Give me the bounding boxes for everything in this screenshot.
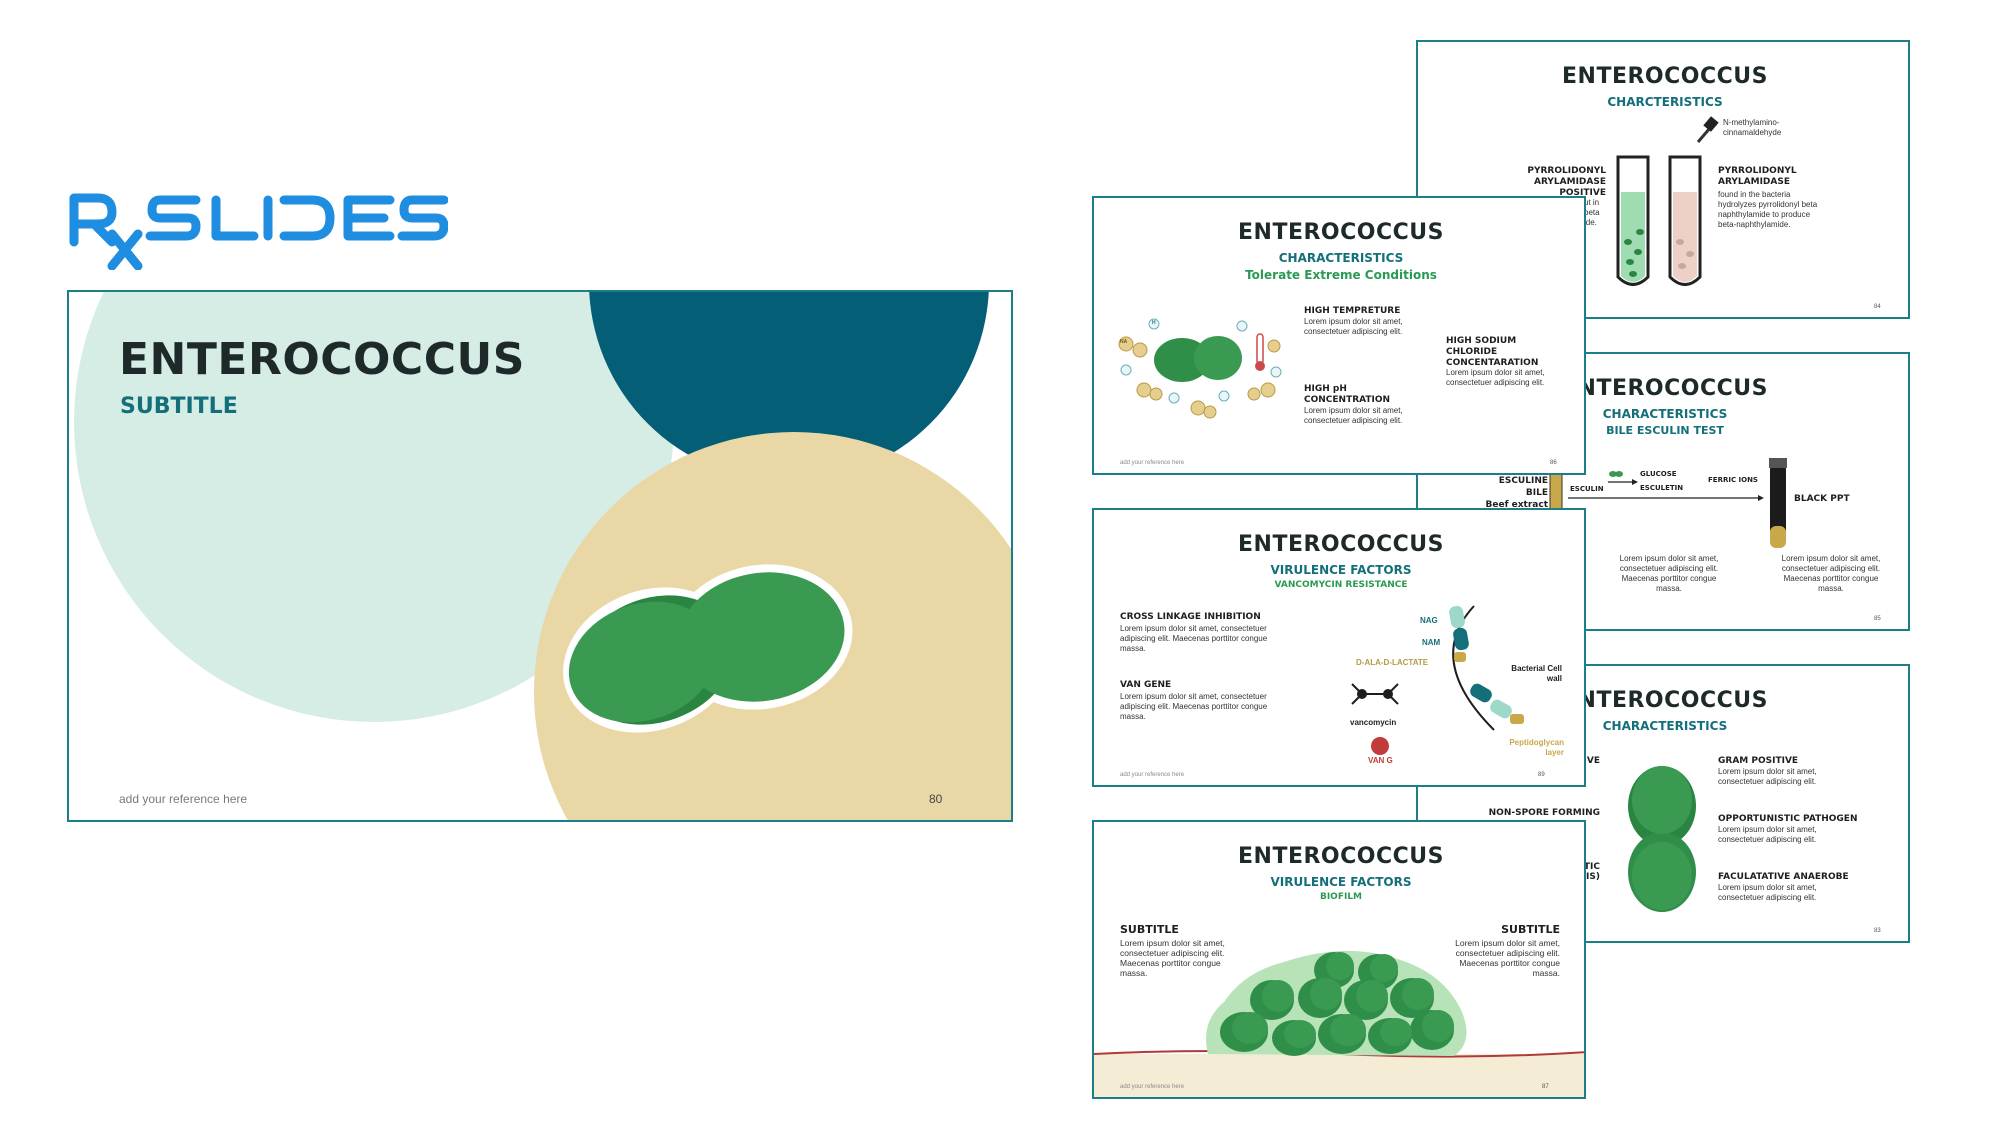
slide-84-title: ENTEROCOCCUS xyxy=(1562,64,1768,89)
slide-87-left-text: Lorem ipsum dolor sit amet, consectetuer… xyxy=(1120,938,1225,978)
slide-85-flow-diagram xyxy=(1549,458,1787,548)
main-slide-background xyxy=(74,292,1011,820)
slide-89-label-nag: NAG xyxy=(1420,616,1438,625)
slide-84-page-number: 84 xyxy=(1874,304,1881,310)
slide-86-title: ENTEROCOCCUS xyxy=(1238,220,1444,245)
slide-83-item-2-text: Lorem ipsum dolor sit amet, consectetuer… xyxy=(1718,825,1817,844)
slide-87-right-text: Lorem ipsum dolor sit amet, consectetuer… xyxy=(1455,938,1560,978)
slide-83-left-item-1: IVE xyxy=(1583,756,1600,766)
slide-87-page-number: 87 xyxy=(1542,1084,1549,1090)
slide-83-item-3-text: Lorem ipsum dolor sit amet, consectetuer… xyxy=(1718,883,1817,902)
slide-86-item-2-heading: HIGH SODIUM CHLORIDE CONCENTARATION xyxy=(1446,336,1539,368)
slide-89-label-vang: VAN G xyxy=(1368,756,1393,765)
slide-86-item-3-text: Lorem ipsum dolor sit amet, consectetuer… xyxy=(1304,406,1403,425)
slide-83-item-1-heading: GRAM POSITIVE xyxy=(1718,756,1799,766)
slide-87-title: ENTEROCOCCUS xyxy=(1238,844,1444,869)
slide-84-left-text: ut in beta ide. xyxy=(1584,198,1600,227)
slide-89-item-2-heading: VAN GENE xyxy=(1120,680,1172,690)
slide-85-title: ENTEROCOCCUS xyxy=(1562,376,1768,401)
slide-84-right-text: found in the bacteria hydrolyzes pyrroli… xyxy=(1718,190,1818,229)
slide-86-subtitle: CHARACTERISTICS xyxy=(1278,251,1404,265)
slide-85-left-label-beef: Beef extract xyxy=(1485,500,1548,510)
slide-89-subtitle2: VANCOMYCIN RESISTANCE xyxy=(1274,580,1408,590)
slide-86-page-number: 86 xyxy=(1550,460,1557,466)
slide-85-subtitle: CHARACTERISTICS xyxy=(1602,407,1728,421)
slide-87-right-heading: SUBTITLE xyxy=(1501,923,1560,936)
slide-86-item-1-text: Lorem ipsum dolor sit amet, consectetuer… xyxy=(1304,317,1403,336)
slide-86-item-3-heading: HIGH pH CONCENTRATION xyxy=(1304,384,1391,405)
slide-89-label-dala: D-ALA-D-LACTATE xyxy=(1356,658,1429,667)
slide-89-label-peptidoglycan: Peptidoglycan layer xyxy=(1509,738,1564,757)
slide-89-label-wall: Bacterial Cell wall xyxy=(1511,664,1562,683)
slide-89-item-1-heading: CROSS LINKAGE INHIBITION xyxy=(1120,612,1261,622)
slide-85-flow-ferric: FERRIC IONS xyxy=(1708,476,1758,484)
slide-84-thumbnail[interactable]: ENTEROCOCCUS CHARCTERISTICS N-methylamin… xyxy=(1416,40,1910,319)
slide-84-test-tubes xyxy=(1616,116,1719,286)
slide-84-subtitle: CHARCTERISTICS xyxy=(1607,95,1723,109)
slide-84-reagent-label: N-methylamino-cinnamaldehyde xyxy=(1723,118,1782,137)
slide-83-item-2-heading: OPPORTUNISTIC PATHOGEN xyxy=(1718,814,1858,824)
slide-85-flow-glucose: GLUCOSE xyxy=(1640,470,1677,478)
slide-89-page-number: 89 xyxy=(1538,772,1545,778)
slide-85-text-left: Lorem ipsum dolor sit amet, consectetuer… xyxy=(1619,554,1719,593)
slide-83-diplococcus xyxy=(1628,766,1696,912)
slide-89-title: ENTEROCOCCUS xyxy=(1238,532,1444,557)
slide-83-subtitle: CHARACTERISTICS xyxy=(1602,719,1728,733)
slide-86-reference: add your reference here xyxy=(1120,460,1185,466)
slide-87-subtitle: VIRULENCE FACTORS xyxy=(1270,875,1412,889)
slide-83-left-item-2: NON-SPORE FORMING xyxy=(1488,808,1600,818)
slide-87-thumbnail[interactable]: ENTEROCOCCUS VIRULENCE FACTORS BIOFILM S… xyxy=(1092,820,1586,1099)
main-slide-reference: add your reference here xyxy=(119,792,248,806)
slide-86-ion-label-h: H xyxy=(1152,320,1156,326)
slide-87-reference: add your reference here xyxy=(1120,1084,1185,1090)
slide-89-cell-wall-diagram xyxy=(1351,605,1524,755)
slide-83-item-1-text: Lorem ipsum dolor sit amet, consectetuer… xyxy=(1718,767,1817,786)
slide-89-item-2-text: Lorem ipsum dolor sit amet, consectetuer… xyxy=(1120,692,1268,721)
slide-86-ion-label-na: NA xyxy=(1120,339,1128,345)
slide-83-left-item-3: TIC IS) xyxy=(1583,862,1600,882)
slide-85-text-right: Lorem ipsum dolor sit amet, consectetuer… xyxy=(1781,554,1881,593)
slide-85-subtitle2: BILE ESCULIN TEST xyxy=(1606,424,1724,437)
slide-86-item-2-text: Lorem ipsum dolor sit amet, consectetuer… xyxy=(1446,368,1545,387)
slide-85-left-label-bile: BILE xyxy=(1525,488,1548,498)
slide-89-reference: add your reference here xyxy=(1120,772,1185,778)
slide-89-item-1-text: Lorem ipsum dolor sit amet, consectetuer… xyxy=(1120,624,1268,653)
slide-87-subtitle2: BIOFILM xyxy=(1319,892,1363,902)
slide-83-page-number: 83 xyxy=(1874,928,1881,934)
rx-slides-logo xyxy=(68,190,449,271)
slide-85-page-number: 85 xyxy=(1874,616,1881,622)
slide-83-title: ENTEROCOCCUS xyxy=(1562,688,1768,713)
slide-89-thumbnail[interactable]: ENTEROCOCCUS VIRULENCE FACTORS VANCOMYCI… xyxy=(1092,508,1586,787)
main-slide-title: ENTEROCOCCUS xyxy=(119,334,525,385)
slide-89-label-vancomycin: vancomycin xyxy=(1350,718,1397,727)
slide-85-left-label-esculine: ESCULINE xyxy=(1498,476,1548,486)
main-slide-subtitle: SUBTITLE xyxy=(120,394,238,419)
slide-85-flow-esculin: ESCULIN xyxy=(1570,485,1604,493)
main-slide-page-number: 80 xyxy=(929,792,943,806)
slide-89-label-nam: NAM xyxy=(1422,638,1441,647)
slide-86-subtitle2: Tolerate Extreme Conditions xyxy=(1245,268,1437,282)
slide-84-right-heading: PYRROLIDONYL ARYLAMIDASE xyxy=(1718,166,1797,187)
slide-83-item-3-heading: FACULATATIVE ANAEROBE xyxy=(1718,872,1849,882)
slide-89-subtitle: VIRULENCE FACTORS xyxy=(1270,563,1412,577)
slide-86-item-1-heading: HIGH TEMPRETURE xyxy=(1304,306,1401,316)
bacteria-illustration xyxy=(563,564,853,733)
slide-87-left-heading: SUBTITLE xyxy=(1120,923,1179,936)
slide-86-bacteria-illustration xyxy=(1118,318,1282,419)
slide-86-thumbnail[interactable]: ENTEROCOCCUS CHARACTERISTICS Tolerate Ex… xyxy=(1092,196,1586,475)
slide-85-flow-esculetin: ESCULETIN xyxy=(1640,484,1684,492)
main-slide[interactable]: ENTEROCOCCUS SUBTITLE add your reference… xyxy=(67,290,1013,822)
slide-87-biofilm-illustration xyxy=(1094,950,1584,1097)
rx-slides-logo-graphic xyxy=(69,193,449,271)
slide-85-flow-result: BLACK PPT xyxy=(1794,494,1850,504)
slide-84-left-heading: PYRROLIDONYL ARYLAMIDASE POSITIVE xyxy=(1527,166,1606,198)
